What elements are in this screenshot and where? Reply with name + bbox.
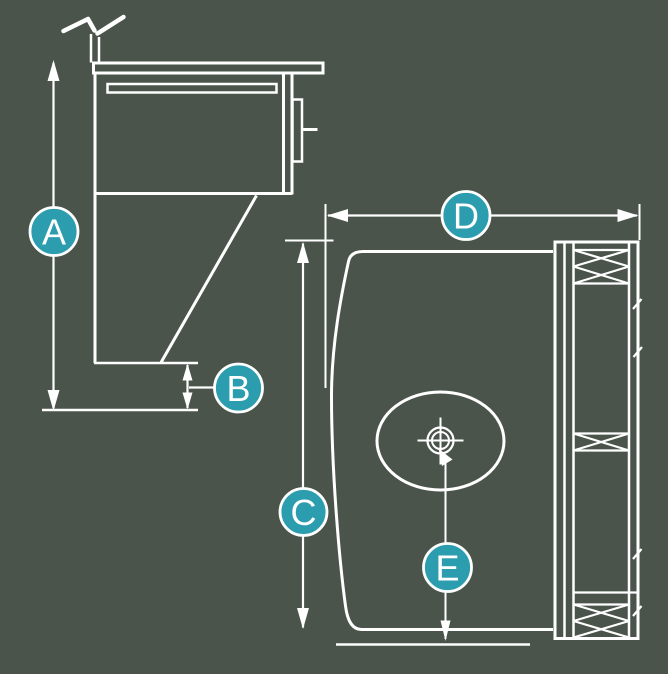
dimension-label-b-badge: B — [213, 362, 264, 414]
faceplate-oval — [375, 390, 506, 492]
arrowhead-down-icon — [440, 620, 451, 641]
dimension-label-c: C — [291, 492, 317, 533]
mount-strip — [553, 240, 643, 640]
arrowhead-up-icon — [47, 60, 60, 81]
deck-bar — [92, 61, 325, 75]
dimension-label-a-badge: A — [28, 206, 80, 257]
hatch-block-top — [573, 248, 630, 285]
arrowhead-up-icon — [182, 363, 193, 381]
sloped-underside — [159, 194, 258, 364]
dimension-c — [285, 239, 334, 629]
dimension-b — [182, 363, 216, 410]
side-view-drawing — [42, 14, 325, 412]
handle-right-arm — [95, 14, 126, 36]
dimension-label-d-badge: D — [440, 190, 492, 241]
front-body-outline — [329, 250, 553, 631]
arrowhead-down-icon — [47, 390, 60, 411]
dimension-label-e-badge: E — [422, 542, 473, 593]
hatch-block-bottom — [573, 591, 637, 639]
break-marks — [632, 298, 643, 617]
dimension-label-a: A — [42, 212, 66, 253]
hatch-block-middle — [573, 432, 630, 452]
arrowhead-down-icon — [182, 392, 193, 410]
dimension-label-c-badge: C — [278, 487, 329, 537]
dimension-label-e: E — [435, 548, 459, 589]
side-port-box — [291, 98, 304, 163]
arrowhead-left-icon — [327, 209, 348, 222]
center-mark-icon — [417, 417, 464, 466]
strip-outer-rect — [553, 240, 640, 640]
dimension-label-d: D — [453, 196, 479, 237]
dimension-label-b: B — [226, 368, 250, 409]
arrowhead-down-icon — [297, 608, 309, 629]
dimension-label-badges: A B C D E — [28, 190, 492, 593]
front-view-drawing — [329, 240, 643, 646]
arrowhead-up-icon — [297, 242, 309, 263]
arrowhead-right-icon — [617, 209, 639, 222]
handle-left-arm — [61, 16, 97, 34]
skimmer-slot — [106, 82, 278, 94]
